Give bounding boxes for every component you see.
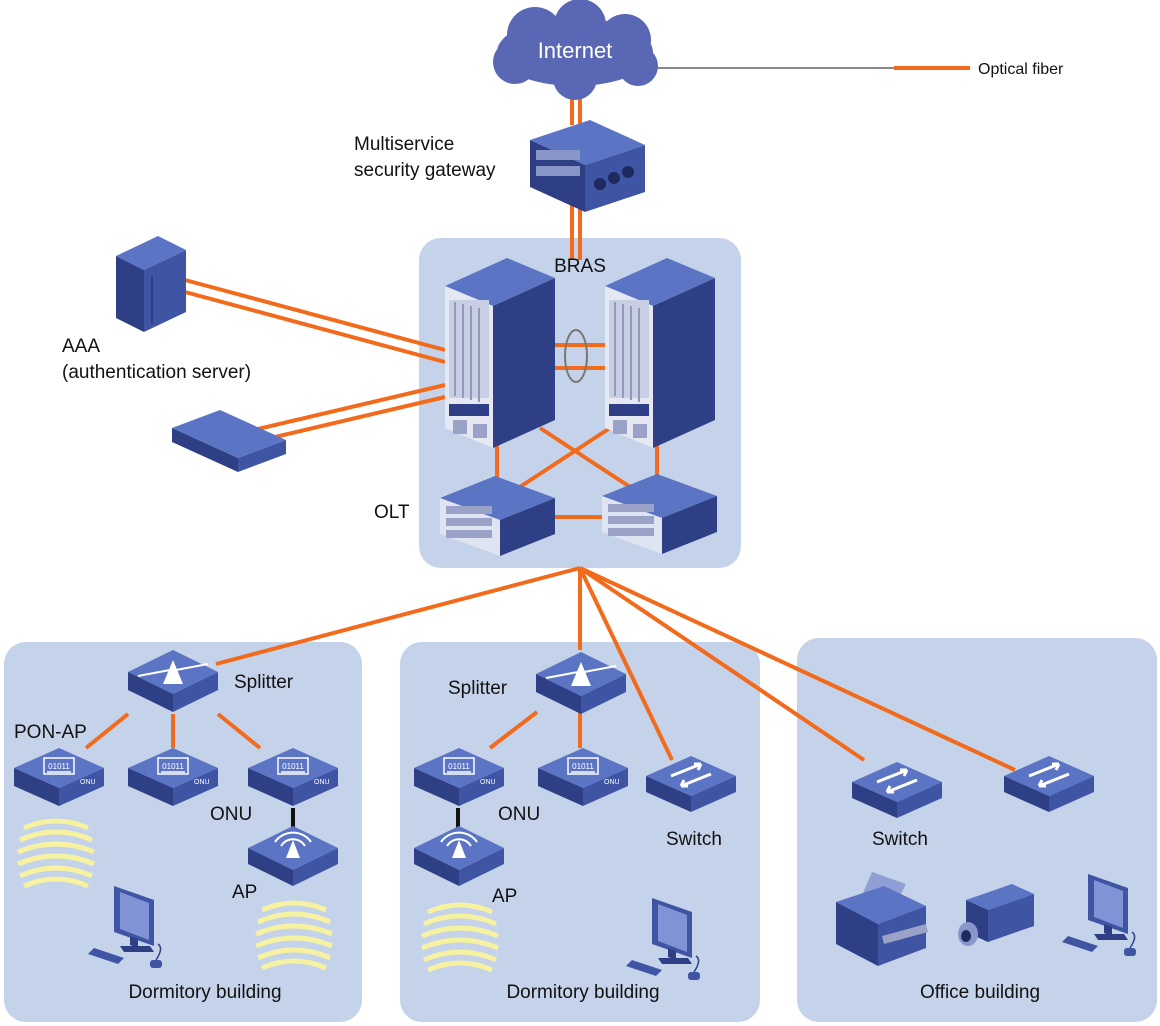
b3-switch-label: Switch [872, 829, 928, 850]
gateway-icon [530, 120, 645, 212]
internet-label: Internet [538, 38, 613, 63]
b2-switch-label: Switch [666, 829, 722, 850]
b1-pon-ap-label: PON-AP [14, 722, 87, 743]
camera-icon [958, 884, 1034, 946]
aaa-label-line2: (authentication server) [62, 362, 251, 383]
b2-splitter-label: Splitter [448, 678, 508, 699]
gateway-label-line2: security gateway [354, 160, 496, 181]
cloud-icon [493, 0, 658, 100]
b2-building-label: Dormitory building [506, 982, 659, 1003]
gateway-label-line1: Multiservice [354, 134, 454, 155]
legend-label: Optical fiber [978, 61, 1064, 78]
b3-building-label: Office building [920, 982, 1040, 1003]
b1-splitter-label: Splitter [234, 672, 294, 693]
b1-ap-label: AP [232, 882, 257, 903]
legend: Optical fiber [653, 61, 1064, 78]
olt-label: OLT [374, 502, 410, 523]
b2-ap-label: AP [492, 886, 517, 907]
aaa-label-line1: AAA [62, 336, 100, 357]
router-chassis-icon [604, 257, 716, 449]
bras-label: BRAS [554, 256, 606, 277]
printer-icon [836, 872, 928, 966]
b1-onu-label: ONU [210, 804, 252, 825]
router-chassis-icon [444, 257, 556, 449]
b1-building-label: Dormitory building [128, 982, 281, 1003]
fiber-links [84, 95, 1016, 772]
server-icon [116, 236, 186, 332]
appliance-icon [172, 410, 286, 472]
b2-onu-label: ONU [498, 804, 540, 825]
link-aggregation-ring [564, 329, 588, 383]
